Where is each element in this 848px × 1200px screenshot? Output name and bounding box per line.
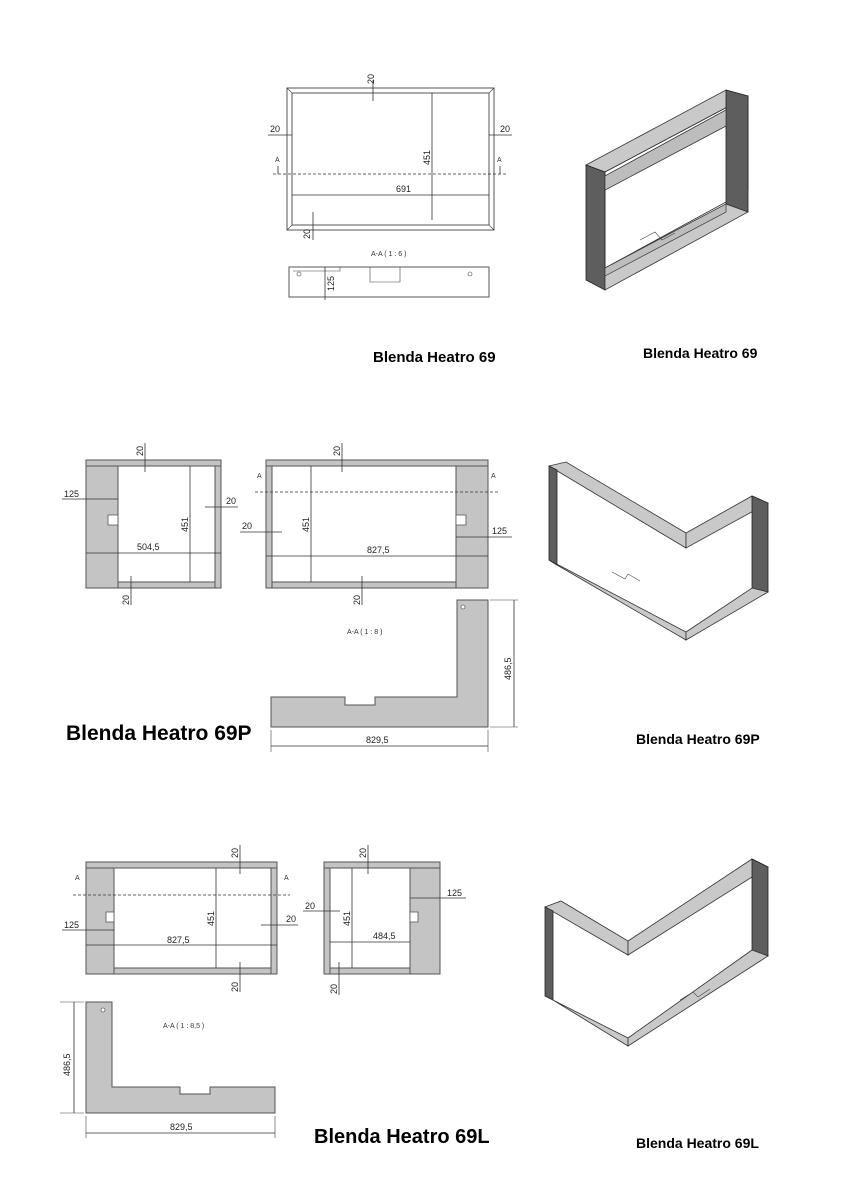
dim-small-right: 20 <box>226 496 236 506</box>
dim-small-width: 504,5 <box>137 542 160 552</box>
dim-small-top: 20 <box>135 446 145 456</box>
heatro-69l-iso-title: Blenda Heatro 69L <box>636 1135 759 1151</box>
dim-big-left: 20 <box>242 521 252 531</box>
dim-big-right: 20 <box>286 914 296 924</box>
section-mark-left: A <box>257 473 262 480</box>
section-label: A-A ( 1 : 8 ) <box>347 629 382 636</box>
dim-small-right: 125 <box>447 888 462 898</box>
heatro-69-drawing-title: Blenda Heatro 69 <box>373 349 496 366</box>
dim-right: 20 <box>500 124 510 134</box>
dim-big-width: 827,5 <box>367 545 390 555</box>
heatro-69p-iso-title: Blenda Heatro 69P <box>636 731 760 747</box>
dim-big-right: 125 <box>492 526 507 536</box>
heatro-69l-isometric-view <box>544 858 769 1047</box>
dim-section-height: 125 <box>326 276 336 291</box>
dim-left: 20 <box>270 124 280 134</box>
dim-small-bottom: 20 <box>121 595 131 605</box>
dim-small-height: 451 <box>180 517 190 532</box>
dim-small-top: 20 <box>358 848 368 858</box>
dim-big-bottom: 20 <box>230 982 240 992</box>
dim-section-width: 829,5 <box>170 1122 193 1132</box>
dim-small-left: 20 <box>305 901 315 911</box>
heatro-69p-isometric-view <box>547 461 770 641</box>
dim-big-top: 20 <box>332 446 342 456</box>
dim-width: 691 <box>396 184 411 194</box>
dim-small-left: 125 <box>64 489 79 499</box>
section-label: A-A ( 1 : 8,5 ) <box>163 1023 204 1030</box>
heatro-69l-big-drawing: A A 20 125 20 451 827,5 20 <box>62 845 298 992</box>
heatro-69l-drawing-title: Blenda Heatro 69L <box>314 1126 490 1148</box>
heatro-69-isometric-view <box>585 89 750 291</box>
heatro-69p-big-drawing: A A 20 20 125 451 827,5 20 <box>240 443 512 605</box>
dim-big-width: 827,5 <box>167 935 190 945</box>
dim-section-width: 829,5 <box>366 735 389 745</box>
dim-small-width: 484,5 <box>373 931 396 941</box>
dim-small-height: 451 <box>342 911 352 926</box>
heatro-69p-drawing-title: Blenda Heatro 69P <box>66 722 252 745</box>
dim-height: 451 <box>422 150 432 165</box>
dim-section-height: 486,5 <box>62 1053 72 1076</box>
dim-big-height: 451 <box>206 911 216 926</box>
dim-small-bottom: 20 <box>329 984 339 994</box>
dim-section-height: 486,5 <box>503 657 513 680</box>
dim-top: 20 <box>366 74 376 84</box>
dim-big-height: 451 <box>301 517 311 532</box>
heatro-69p-section-view: A-A ( 1 : 8 ) 486,5 829,5 <box>270 599 518 752</box>
section-mark-right: A <box>284 875 289 882</box>
section-mark-right: A <box>491 473 496 480</box>
heatro-69p-small-drawing: 20 125 20 451 504,5 20 <box>62 443 238 605</box>
heatro-69-front-drawing: A A 20 20 20 451 691 20 A-A ( 1 : 6 ) 12… <box>268 74 512 300</box>
heatro-69l-small-drawing: 20 20 125 451 484,5 20 <box>303 845 466 995</box>
dim-big-bottom: 20 <box>352 595 362 605</box>
heatro-69l-section-view: A-A ( 1 : 8,5 ) 486,5 829,5 <box>60 1001 276 1138</box>
section-mark-right: A <box>497 157 502 164</box>
section-label: A-A ( 1 : 6 ) <box>371 251 406 258</box>
dim-big-left: 125 <box>64 920 79 930</box>
section-mark-left: A <box>75 875 80 882</box>
dim-big-top: 20 <box>230 848 240 858</box>
heatro-69-iso-title: Blenda Heatro 69 <box>643 345 758 361</box>
dim-bottom: 20 <box>302 229 312 239</box>
section-mark-left: A <box>275 157 280 164</box>
